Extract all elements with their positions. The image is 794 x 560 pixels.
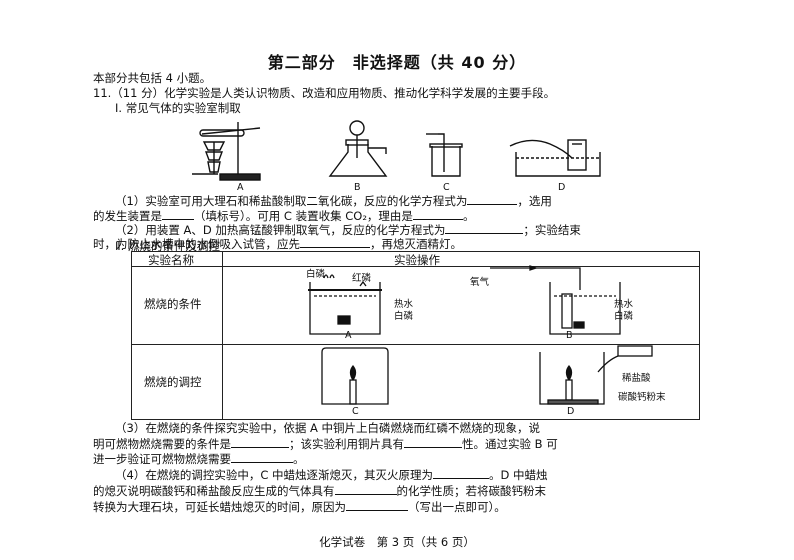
q4-line2: 的熄灭说明碳酸钙和稀盐酸反应生成的气体具有的化学性质；若将碳酸钙粉末	[93, 483, 546, 498]
intro-text: 本部分共包括 4 小题。	[93, 71, 212, 85]
apparatus-b	[328, 120, 388, 177]
label-hot-water-a: 热水	[394, 299, 414, 310]
answer-blank[interactable]	[334, 483, 397, 495]
header-op: 实验操作	[394, 253, 440, 267]
label-fig-c: C	[352, 406, 359, 417]
part2-title-text: Ⅱ. 燃烧的条件及调控	[115, 239, 220, 253]
q2-line2: 时，为防止水槽中的水倒吸入试管，应先，再熄灭酒精灯。	[93, 236, 462, 251]
q3-line3: 进一步验证可燃物燃烧需要。	[93, 451, 305, 466]
label-white-p-a: 白磷	[394, 311, 414, 322]
part1-title: Ⅰ. 常见气体的实验室制取	[115, 101, 241, 115]
apparatus-figure	[192, 120, 601, 181]
answer-blank[interactable]	[346, 499, 408, 511]
header-name: 实验名称	[148, 253, 194, 267]
section-title: 第二部分 非选择题（共 40 分）	[267, 53, 527, 72]
label-white-p: 白磷	[306, 269, 326, 280]
label-b: B	[354, 182, 361, 193]
answer-blank[interactable]	[433, 467, 489, 479]
q4-line1: （4）在燃烧的调控实验中，C 中蜡烛逐渐熄灭，其灭火原理为。D 中蜡烛	[115, 467, 548, 482]
apparatus-d	[509, 139, 601, 177]
apparatus-c	[426, 133, 463, 177]
q3-line1: （3）在燃烧的条件探究实验中，依据 A 中铜片上白磷燃烧而红磷不燃烧的现象，说	[115, 421, 540, 435]
page-footer: 化学试卷 第 3 页（共 6 页）	[319, 535, 475, 549]
q1-line1: （1）实验室可用大理石和稀盐酸制取二氧化碳，反应的化学方程式为，选用	[115, 193, 552, 208]
label-a: A	[237, 182, 244, 193]
experiment-table: 实验名称 实验操作 燃烧的条件 燃烧的调控	[131, 251, 700, 420]
answer-blank[interactable]	[231, 451, 293, 463]
label-fig-a: A	[345, 330, 352, 341]
answer-blank[interactable]	[231, 436, 289, 448]
q2-line1: （2）用装置 A、D 加热高锰酸钾制取氧气，反应的化学方程式为；实验结束	[115, 222, 581, 237]
row1-name: 燃烧的条件	[144, 297, 202, 311]
answer-blank[interactable]	[300, 236, 370, 248]
label-fig-b: B	[566, 330, 573, 341]
q4-line3: 转换为大理石块，可延长蜡烛熄灭的时间，原因为（写出一点即可）。	[93, 499, 506, 514]
combustion-condition-figure	[308, 265, 621, 335]
q3-line2: 明可燃物燃烧需要的条件是；该实验利用铜片具有性。通过实验 B 可	[93, 436, 558, 451]
label-oxygen: 氧气	[470, 277, 490, 288]
label-fig-d: D	[567, 406, 575, 417]
label-c: C	[443, 182, 450, 193]
label-dilute-hcl: 稀盐酸	[622, 373, 651, 384]
label-white-p-b: 白磷	[614, 311, 634, 322]
label-hot-water-b: 热水	[614, 299, 634, 310]
answer-blank[interactable]	[467, 193, 518, 205]
answer-blank[interactable]	[162, 208, 194, 220]
answer-blank[interactable]	[412, 208, 463, 220]
combustion-control-figure	[321, 345, 653, 405]
q11-header: 11.（11 分）化学实验是人类认识物质、改造和应用物质、推动化学科学发展的主要…	[93, 86, 556, 100]
label-d: D	[558, 182, 566, 193]
apparatus-a	[192, 122, 261, 181]
answer-blank[interactable]	[404, 436, 462, 448]
label-caco3: 碳酸钙粉末	[618, 392, 666, 403]
answer-blank[interactable]	[445, 222, 524, 234]
row2-name: 燃烧的调控	[144, 375, 202, 389]
q1-line2: 的发生装置是（填标号）。可用 C 装置收集 CO₂，理由是。	[93, 208, 475, 223]
label-red-p: 红磷	[352, 273, 372, 284]
